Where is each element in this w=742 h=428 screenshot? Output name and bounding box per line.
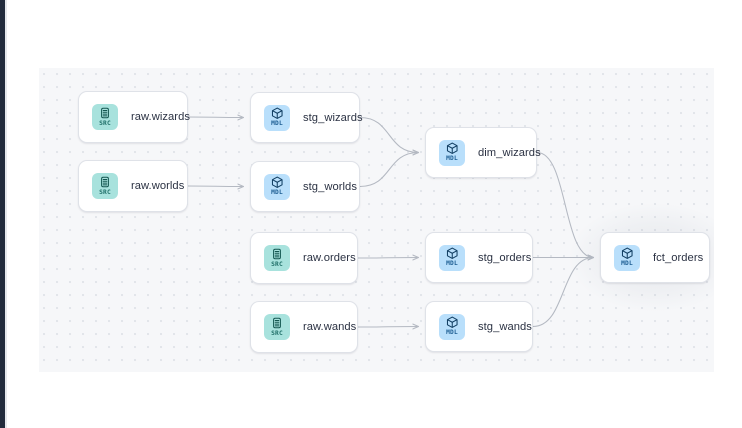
cube-icon: MDL bbox=[614, 244, 640, 271]
database-icon: SRC bbox=[92, 104, 118, 130]
graph-node-label: fct_orders bbox=[653, 251, 704, 264]
graph-edge-stg-worlds-to-dim-wizards bbox=[359, 153, 419, 188]
graph-node-raw-wizards[interactable]: SRC raw.wizards bbox=[78, 91, 190, 143]
graph-node-label: dim_wizards bbox=[478, 146, 541, 159]
graph-node-label: raw.wands bbox=[303, 321, 357, 333]
node-kind-badge-label: MDL bbox=[621, 260, 633, 268]
graph-edge-raw-wands-to-stg-wands bbox=[357, 327, 419, 328]
graph-node-label: stg_orders bbox=[478, 251, 532, 264]
app-rail-divider bbox=[5, 0, 7, 428]
node-kind-badge-label: SRC bbox=[99, 188, 111, 196]
graph-edge-raw-orders-to-stg-orders bbox=[357, 258, 419, 259]
graph-node-label: stg_wizards bbox=[303, 111, 363, 124]
database-icon: SRC bbox=[264, 245, 290, 271]
graph-node-label: raw.orders bbox=[303, 252, 356, 264]
node-kind-badge-label: SRC bbox=[271, 329, 283, 337]
graph-node-stg-worlds[interactable]: MDL stg_worlds bbox=[250, 161, 360, 212]
graph-node-label: stg_wands bbox=[478, 320, 532, 333]
node-kind-badge-label: SRC bbox=[271, 260, 283, 268]
graph-node-raw-wands[interactable]: SRC raw.wands bbox=[250, 301, 358, 353]
database-icon: SRC bbox=[264, 314, 290, 340]
graph-edge-stg-wizards-to-dim-wizards bbox=[359, 116, 419, 153]
graph-node-stg-orders[interactable]: MDL stg_orders bbox=[425, 232, 533, 283]
node-kind-badge-label: MDL bbox=[446, 155, 458, 163]
graph-edge-raw-worlds-to-stg-worlds bbox=[187, 186, 244, 187]
app-left-rail bbox=[0, 0, 5, 428]
cube-icon: MDL bbox=[264, 173, 290, 200]
cube-icon: MDL bbox=[439, 139, 465, 166]
graph-node-raw-orders[interactable]: SRC raw.orders bbox=[250, 232, 358, 284]
graph-node-stg-wizards[interactable]: MDL stg_wizards bbox=[250, 92, 363, 143]
cube-icon: MDL bbox=[439, 313, 465, 340]
graph-node-raw-worlds[interactable]: SRC raw.worlds bbox=[78, 160, 188, 212]
node-kind-badge-label: MDL bbox=[446, 329, 458, 337]
graph-edge-stg-wands-to-fct-orders bbox=[532, 258, 594, 328]
graph-node-label: raw.worlds bbox=[131, 180, 185, 192]
node-kind-badge-label: MDL bbox=[271, 120, 283, 128]
node-kind-badge-label: MDL bbox=[446, 260, 458, 268]
graph-edge-raw-wizards-to-stg-wizards bbox=[187, 117, 244, 118]
cube-icon: MDL bbox=[264, 104, 290, 131]
cube-icon: MDL bbox=[439, 244, 465, 271]
graph-node-label: raw.wizards bbox=[131, 111, 190, 123]
graph-edge-dim-wizards-to-fct-orders bbox=[536, 151, 594, 258]
graph-node-label: stg_worlds bbox=[303, 180, 357, 193]
database-icon: SRC bbox=[92, 173, 118, 199]
node-kind-badge-label: SRC bbox=[99, 119, 111, 127]
graph-node-fct-orders[interactable]: MDL fct_orders bbox=[600, 232, 710, 283]
graph-node-stg-wands[interactable]: MDL stg_wands bbox=[425, 301, 533, 352]
node-kind-badge-label: MDL bbox=[271, 189, 283, 197]
graph-node-dim-wizards[interactable]: MDL dim_wizards bbox=[425, 127, 541, 178]
